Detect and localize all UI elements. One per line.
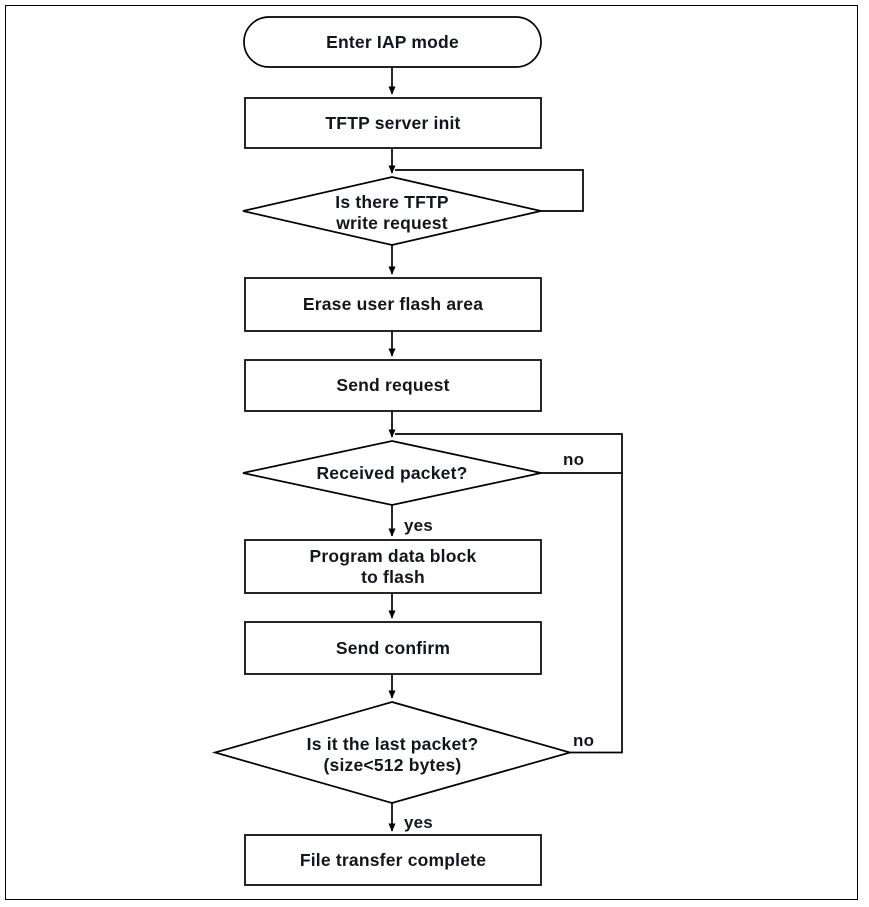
node-hit-tftp-server-init[interactable] — [245, 98, 541, 148]
node-hit-program-data-block-to-flash[interactable] — [245, 540, 541, 593]
node-erase-user-flash-area — [244, 277, 542, 332]
node-send-confirm — [244, 621, 542, 675]
node-send-request — [244, 359, 542, 412]
node-hit-received-packet[interactable] — [283, 449, 501, 497]
node-hit-enter-iap-mode[interactable] — [244, 17, 541, 67]
edge-last-packet-no-loop — [570, 473, 623, 754]
edge-tftp-decision-loop-right — [395, 169, 584, 212]
node-hit-is-it-the-last-packet[interactable] — [260, 715, 525, 790]
node-hit-send-confirm[interactable] — [245, 622, 541, 674]
node-tftp-server-init — [244, 97, 542, 149]
node-program-data-block-to-flash — [244, 539, 542, 594]
node-hit-file-transfer-complete[interactable] — [245, 835, 541, 885]
node-hit-is-there-tftp-write-request[interactable] — [283, 185, 501, 237]
node-hit-erase-user-flash-area[interactable] — [245, 278, 541, 331]
edge-received-packet-no-loop — [395, 433, 623, 474]
node-file-transfer-complete — [244, 834, 542, 886]
node-hit-send-request[interactable] — [245, 360, 541, 411]
